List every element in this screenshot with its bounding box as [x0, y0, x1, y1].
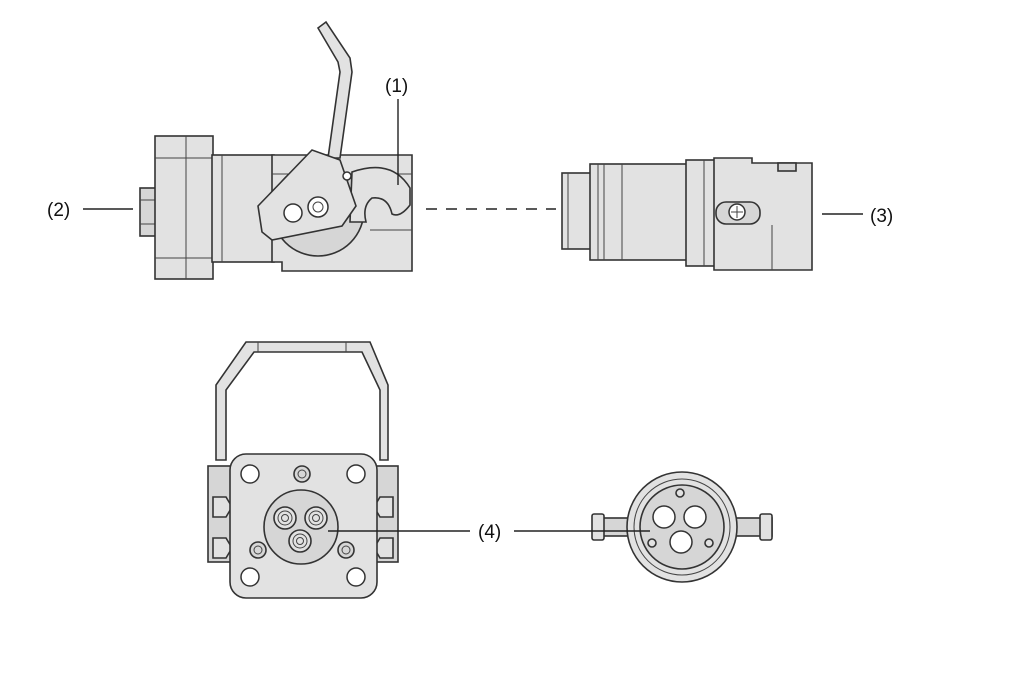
- front-corner-hole: [346, 464, 366, 484]
- side-pin: [307, 196, 329, 218]
- front-corner-hole: [240, 567, 260, 587]
- plug-nose: [561, 172, 593, 250]
- callout-2-label: (2): [47, 200, 70, 221]
- front-connector-face: [263, 489, 339, 565]
- front-corner-hole: [240, 464, 260, 484]
- coupling-side-view: [139, 20, 413, 280]
- front-port: [304, 506, 328, 530]
- plug-front-view: [591, 471, 773, 583]
- front-left-hex: [212, 496, 233, 518]
- plug-side-view: [561, 157, 813, 271]
- front-bolt: [293, 465, 311, 483]
- side-flange: [154, 135, 214, 280]
- front-bolt: [249, 541, 267, 559]
- side-lever: [316, 20, 353, 159]
- plug-notch: [777, 162, 797, 172]
- plug-front-socket: [669, 530, 693, 554]
- side-screw: [342, 171, 352, 181]
- callout-1-label: (1): [385, 76, 408, 97]
- plug-barrel: [589, 163, 689, 261]
- plug-front-socket: [683, 505, 707, 529]
- front-port: [288, 529, 312, 553]
- side-pin-hole: [283, 203, 303, 223]
- front-handle: [215, 341, 389, 461]
- plug-front-socket: [652, 505, 676, 529]
- front-port: [273, 506, 297, 530]
- side-lever-bracket: [257, 149, 357, 241]
- plug-front-face: [639, 484, 725, 570]
- callout-4-label: (4): [478, 522, 501, 543]
- front-corner-hole: [346, 567, 366, 587]
- plug-body: [713, 157, 813, 271]
- coupling-front-view: [207, 341, 399, 599]
- callout-3-label: (3): [870, 206, 893, 227]
- side-nut-stub: [139, 187, 157, 237]
- plug-collar: [685, 159, 717, 267]
- front-bolt: [337, 541, 355, 559]
